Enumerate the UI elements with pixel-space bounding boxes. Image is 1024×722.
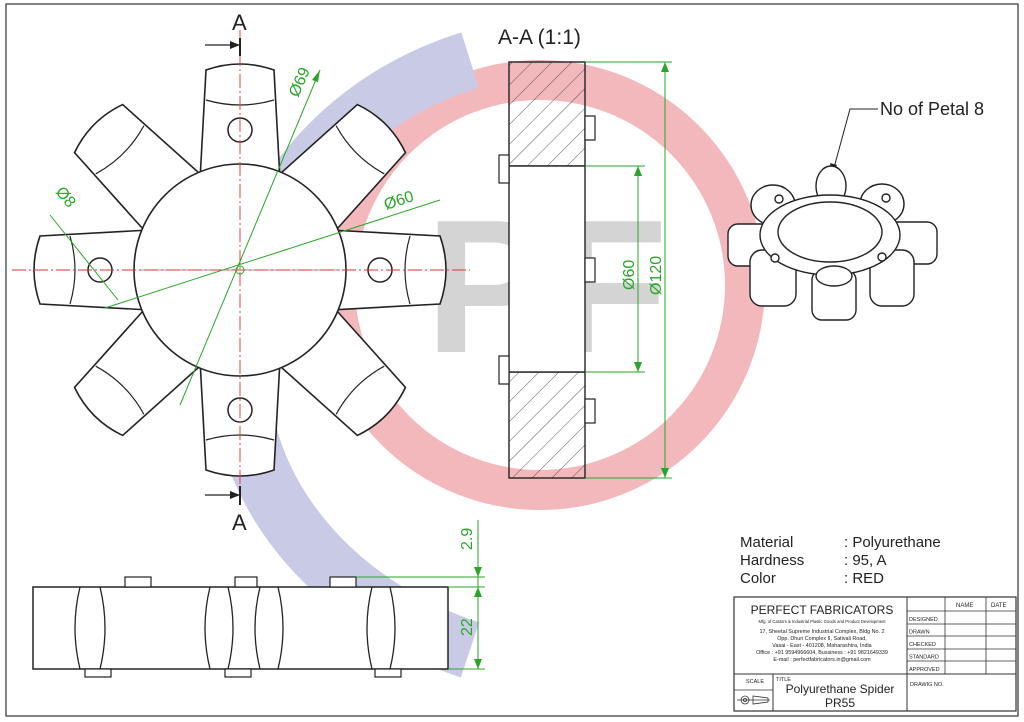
spec-label: Hardness: [740, 552, 804, 569]
col-name-header: NAME: [956, 603, 973, 609]
side-view-body: [32, 586, 449, 670]
address-line: 17, Sheetal Supreme Industrial Complex, …: [760, 629, 885, 635]
title-block: PERFECT FABRICATORS Mfg. of Castors & In…: [733, 596, 1017, 712]
spec-value: : 95, A: [844, 552, 887, 569]
approval-row-label: DESIGNED: [909, 617, 938, 623]
section-hatch-bottom: [508, 371, 586, 479]
company-name: PERFECT FABRICATORS: [751, 603, 894, 617]
sheet-border: [5, 3, 1019, 717]
note-leader-line: [831, 108, 878, 176]
approval-row-label: DRAWN: [909, 630, 930, 636]
spec-label: Color: [740, 570, 776, 587]
address-line: Vasai - East - 401208, Maharashtra, Indi…: [772, 643, 871, 649]
dim-line-d8: [49, 214, 119, 301]
section-label-bottom: A: [232, 510, 247, 535]
spec-label: Material: [740, 534, 793, 551]
section-label-top: A: [232, 10, 247, 35]
drawing-no-label: DRAWIG NO.: [910, 682, 944, 688]
dim-h29: 2.9: [459, 528, 476, 550]
approval-row-label: CHECKED: [909, 642, 936, 648]
dim-line-d60-front: [104, 199, 441, 309]
spec-value: : RED: [844, 570, 884, 587]
spec-value: : Polyurethane: [844, 534, 941, 551]
company-tagline: Mfg. of Castors & Industrial Plastic Goo…: [758, 619, 886, 624]
company-address: 17, Sheetal Supreme Industrial Complex, …: [756, 629, 888, 663]
address-line: Opp. Dhuri Complex II, Sativali Road,: [777, 636, 867, 642]
scale-label: SCALE: [746, 679, 764, 685]
dim-line-d69: [179, 69, 321, 406]
dim-h22: 22: [459, 618, 476, 636]
col-date-header: DATE: [991, 603, 1007, 609]
approval-rows: DESIGNED DRAWN CHECKED STANDARD APPROVED: [909, 617, 940, 673]
petal-count-note: No of Petal 8: [880, 99, 984, 119]
section-view: A-A (1:1) Ø60 Ø120: [498, 26, 672, 479]
part-number: PR55: [825, 696, 855, 710]
dim-d8: Ø8: [52, 184, 79, 211]
part-title: Polyurethane Spider: [786, 682, 895, 696]
address-line: Office : +91 9594966604, Bussiness : +91…: [756, 650, 888, 656]
petal: [33, 229, 151, 311]
approval-row-label: APPROVED: [909, 667, 940, 673]
front-view: A A Ø69 Ø60 Ø8: [12, 10, 470, 535]
dim-d60-section: Ø60: [621, 260, 638, 290]
address-line: E-mail : perfectfabricators.in@gmail.com: [773, 657, 871, 663]
section-body: [508, 165, 586, 373]
isometric-view: No of Petal 8: [727, 99, 984, 321]
approval-row-label: STANDARD: [909, 655, 939, 661]
dim-d120: Ø120: [648, 256, 665, 295]
section-hatch-top: [508, 61, 586, 167]
projection-symbol-icon: [737, 695, 770, 705]
title-label: TITLE: [776, 677, 791, 683]
dim-d60-front: Ø60: [382, 188, 416, 214]
side-view: 2.9 22: [32, 520, 485, 678]
section-view-title: A-A (1:1): [498, 26, 581, 49]
